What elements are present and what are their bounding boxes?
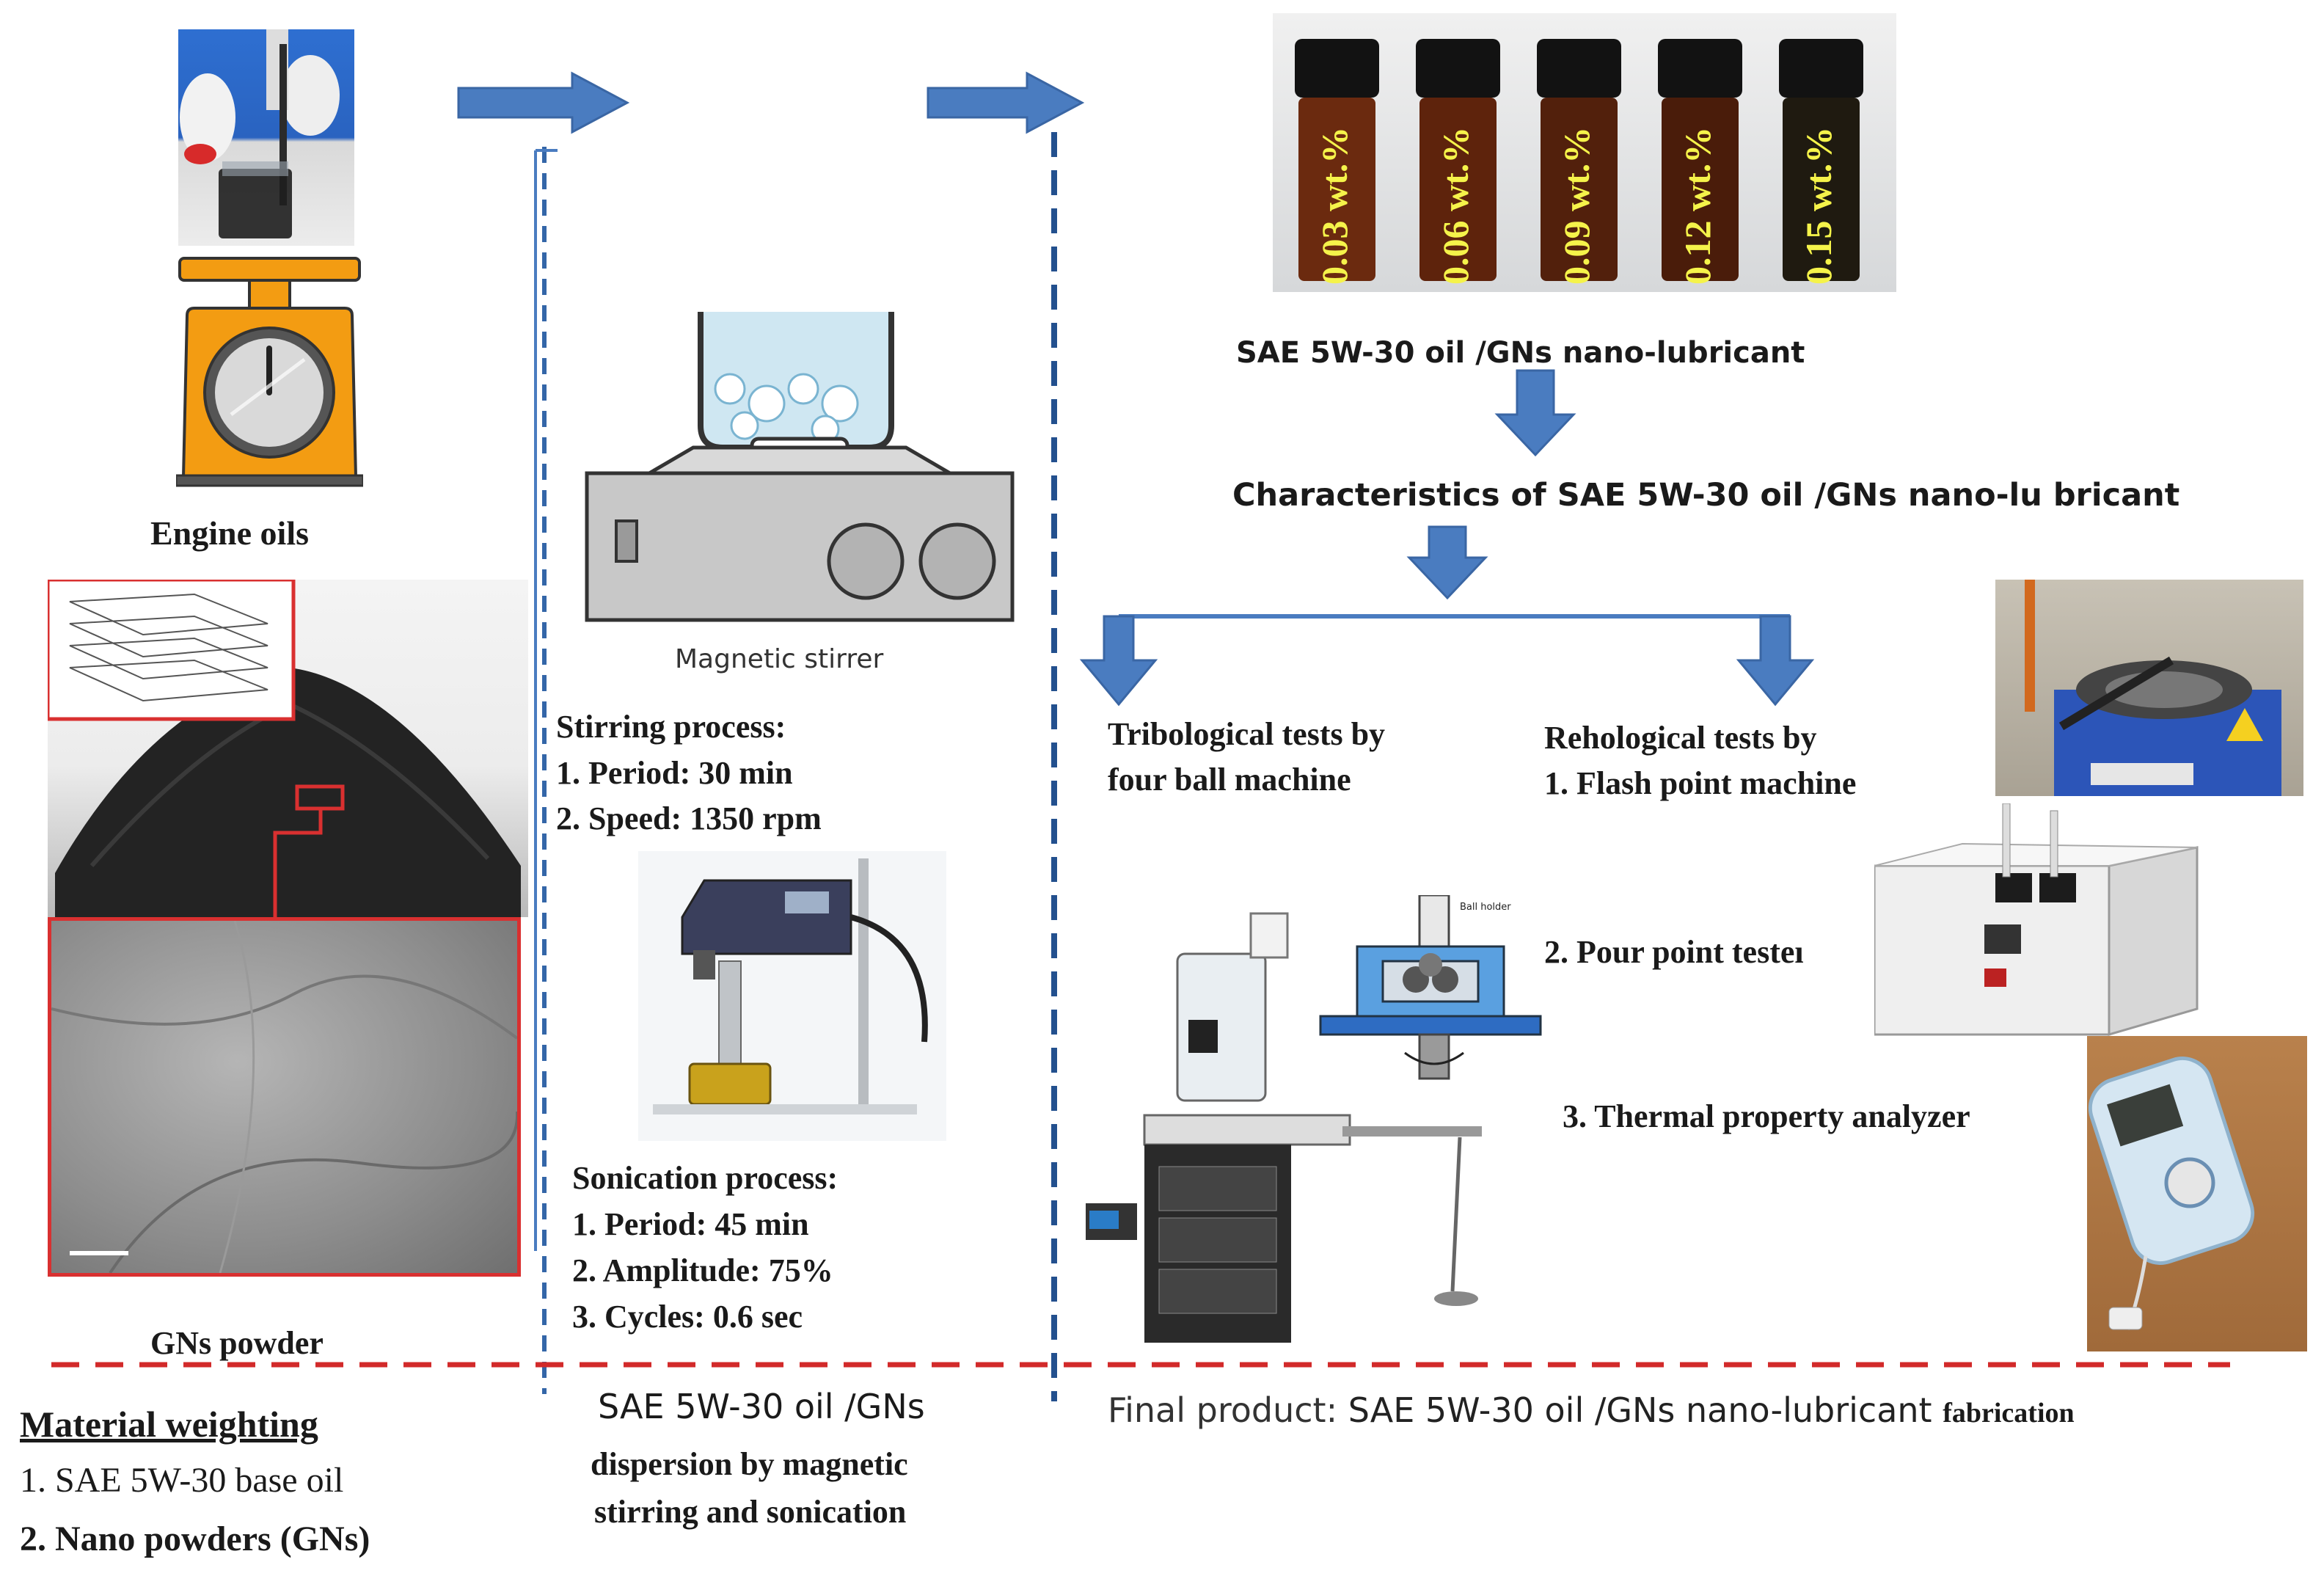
rheological-item: 1. Flash point machine	[1544, 765, 1857, 801]
vial-label: 0.12 wt.%	[1677, 126, 1718, 285]
sonicator-icon	[638, 851, 946, 1141]
vial-label: 0.03 wt.%	[1314, 126, 1355, 285]
final-product-label: Final product: SAE 5W-30 oil /GNs nano-l…	[1108, 1390, 2075, 1430]
material-item: 2. Nano powders (GNs)	[20, 1520, 370, 1558]
vial-label: 0.15 wt.%	[1798, 126, 1839, 285]
final-product-suffix: fabrication	[1943, 1398, 2075, 1429]
gns-powder-photo	[48, 580, 528, 917]
engine-oils-label: Engine oils	[150, 514, 310, 552]
gns-tem-image	[48, 917, 521, 1277]
stirring-item: 1. Period: 30 min	[556, 755, 793, 791]
sonication-item: 1. Period: 45 min	[572, 1206, 809, 1242]
gns-powder-label: GNs powder	[150, 1325, 324, 1361]
vials-photo: 0.03 wt.% 0.06 wt.% 0.09 wt.% 0.12 wt.% …	[1273, 13, 1896, 292]
step2-footer-line2: dispersion by magnetic	[591, 1446, 908, 1482]
arrow-right-1	[457, 71, 630, 134]
arrow-down-left	[1079, 615, 1158, 707]
arrow-right-2	[927, 71, 1085, 134]
stirring-item: 2. Speed: 1350 rpm	[556, 800, 822, 836]
sonication-process-title: Sonication process:	[572, 1160, 838, 1196]
rheological-item: 3. Thermal property analyzer	[1563, 1098, 1970, 1134]
vial-label: 0.09 wt.%	[1556, 126, 1597, 285]
scale-icon	[176, 257, 363, 487]
arrow-down-1	[1494, 369, 1576, 457]
final-product-name: SAE 5W-30 oil /GNs nano-lubricant	[1348, 1390, 1943, 1430]
step2-footer-line3: stirring and sonication	[594, 1494, 907, 1530]
pour-point-tester-photo	[1874, 803, 2201, 1038]
arrow-down-right	[1736, 615, 1815, 707]
nanolubricant-label: SAE 5W-30 oil /GNs nano-lubricant	[1236, 336, 1805, 370]
final-product-prefix: Final product:	[1108, 1390, 1348, 1430]
rheological-label: Rehological tests by	[1544, 720, 1817, 756]
step2-footer-line1: SAE 5W-30 oil /GNs	[598, 1387, 925, 1426]
stirring-process-title: Stirring process:	[556, 709, 786, 745]
arrow-down-2	[1406, 525, 1488, 600]
ball-holder-diagram: Ball holder	[1319, 895, 1542, 1080]
tribological-label: four ball machine	[1108, 762, 1351, 798]
sonication-item: 3. Cycles: 0.6 sec	[572, 1299, 803, 1335]
vial-label: 0.06 wt.%	[1435, 126, 1476, 285]
thermal-analyzer-photo	[2087, 1036, 2307, 1351]
ball-holder-label: Ball holder	[1460, 902, 1511, 913]
flash-point-machine-photo	[1995, 580, 2303, 796]
magnetic-stirrer-label: Magnetic stirrer	[675, 644, 884, 674]
engine-oil-photo	[178, 29, 354, 246]
tribological-label: Tribological tests by	[1108, 716, 1386, 752]
four-ball-machine-photo	[1078, 910, 1497, 1343]
characteristics-label: Characteristics of SAE 5W-30 oil /GNs na…	[1232, 477, 2180, 514]
rheological-item: 2. Pour point testeı	[1544, 934, 1804, 970]
material-item: 1. SAE 5W-30 base oil	[20, 1461, 344, 1500]
magnetic-stirrer-icon	[585, 312, 1015, 622]
material-weighting-heading: Material weighting	[20, 1404, 318, 1445]
sonication-item: 2. Amplitude: 75%	[572, 1252, 833, 1288]
